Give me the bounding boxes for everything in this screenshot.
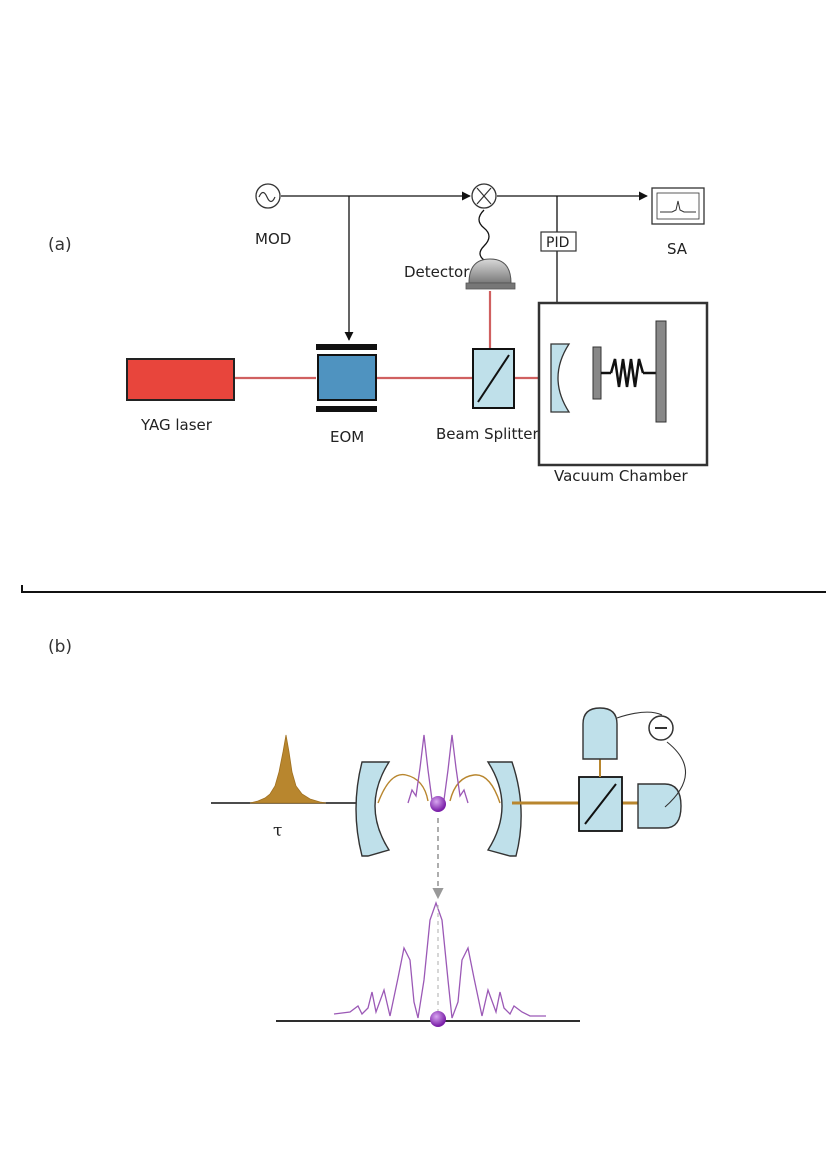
pid-box (540, 231, 577, 252)
panel-b-label: (b) (48, 637, 72, 657)
interference-pattern (333, 901, 546, 1019)
vacuum-chamber (537, 301, 709, 467)
pid-label: PID (546, 235, 569, 251)
mod-source-icon (255, 183, 281, 209)
yag-laser-body (126, 358, 235, 401)
mod-label: MOD (255, 230, 291, 248)
detector-icon (465, 258, 516, 290)
left-cavity-mirror (355, 761, 391, 857)
panel-b: (b) τ (48, 637, 687, 1027)
homodyne-detection (578, 707, 687, 832)
signal-lines (281, 191, 648, 341)
cavity-fringe-pattern (407, 734, 469, 804)
panel-a: (a) MOD SA PID (48, 183, 709, 485)
beam-splitter-icon (472, 348, 515, 409)
yag-laser-label: YAG laser (140, 416, 213, 434)
eom-label: EOM (330, 428, 364, 446)
panel-a-label: (a) (48, 235, 72, 255)
particle-on-axis (430, 1011, 446, 1027)
pulse-duration-label: τ (273, 821, 282, 841)
beam-splitter-label: Beam Splitter (436, 425, 539, 443)
eom-icon (316, 344, 377, 412)
mixer-icon (471, 183, 497, 209)
vacuum-chamber-label: Vacuum Chamber (554, 467, 688, 485)
trapped-particle (430, 796, 446, 812)
spectrum-analyzer-icon (651, 187, 705, 225)
pulse-shape (249, 734, 327, 804)
right-cavity-mirror (486, 761, 522, 857)
sa-label: SA (667, 240, 688, 258)
cavity-gold-wave (377, 773, 501, 804)
detector-label: Detector (404, 263, 470, 281)
